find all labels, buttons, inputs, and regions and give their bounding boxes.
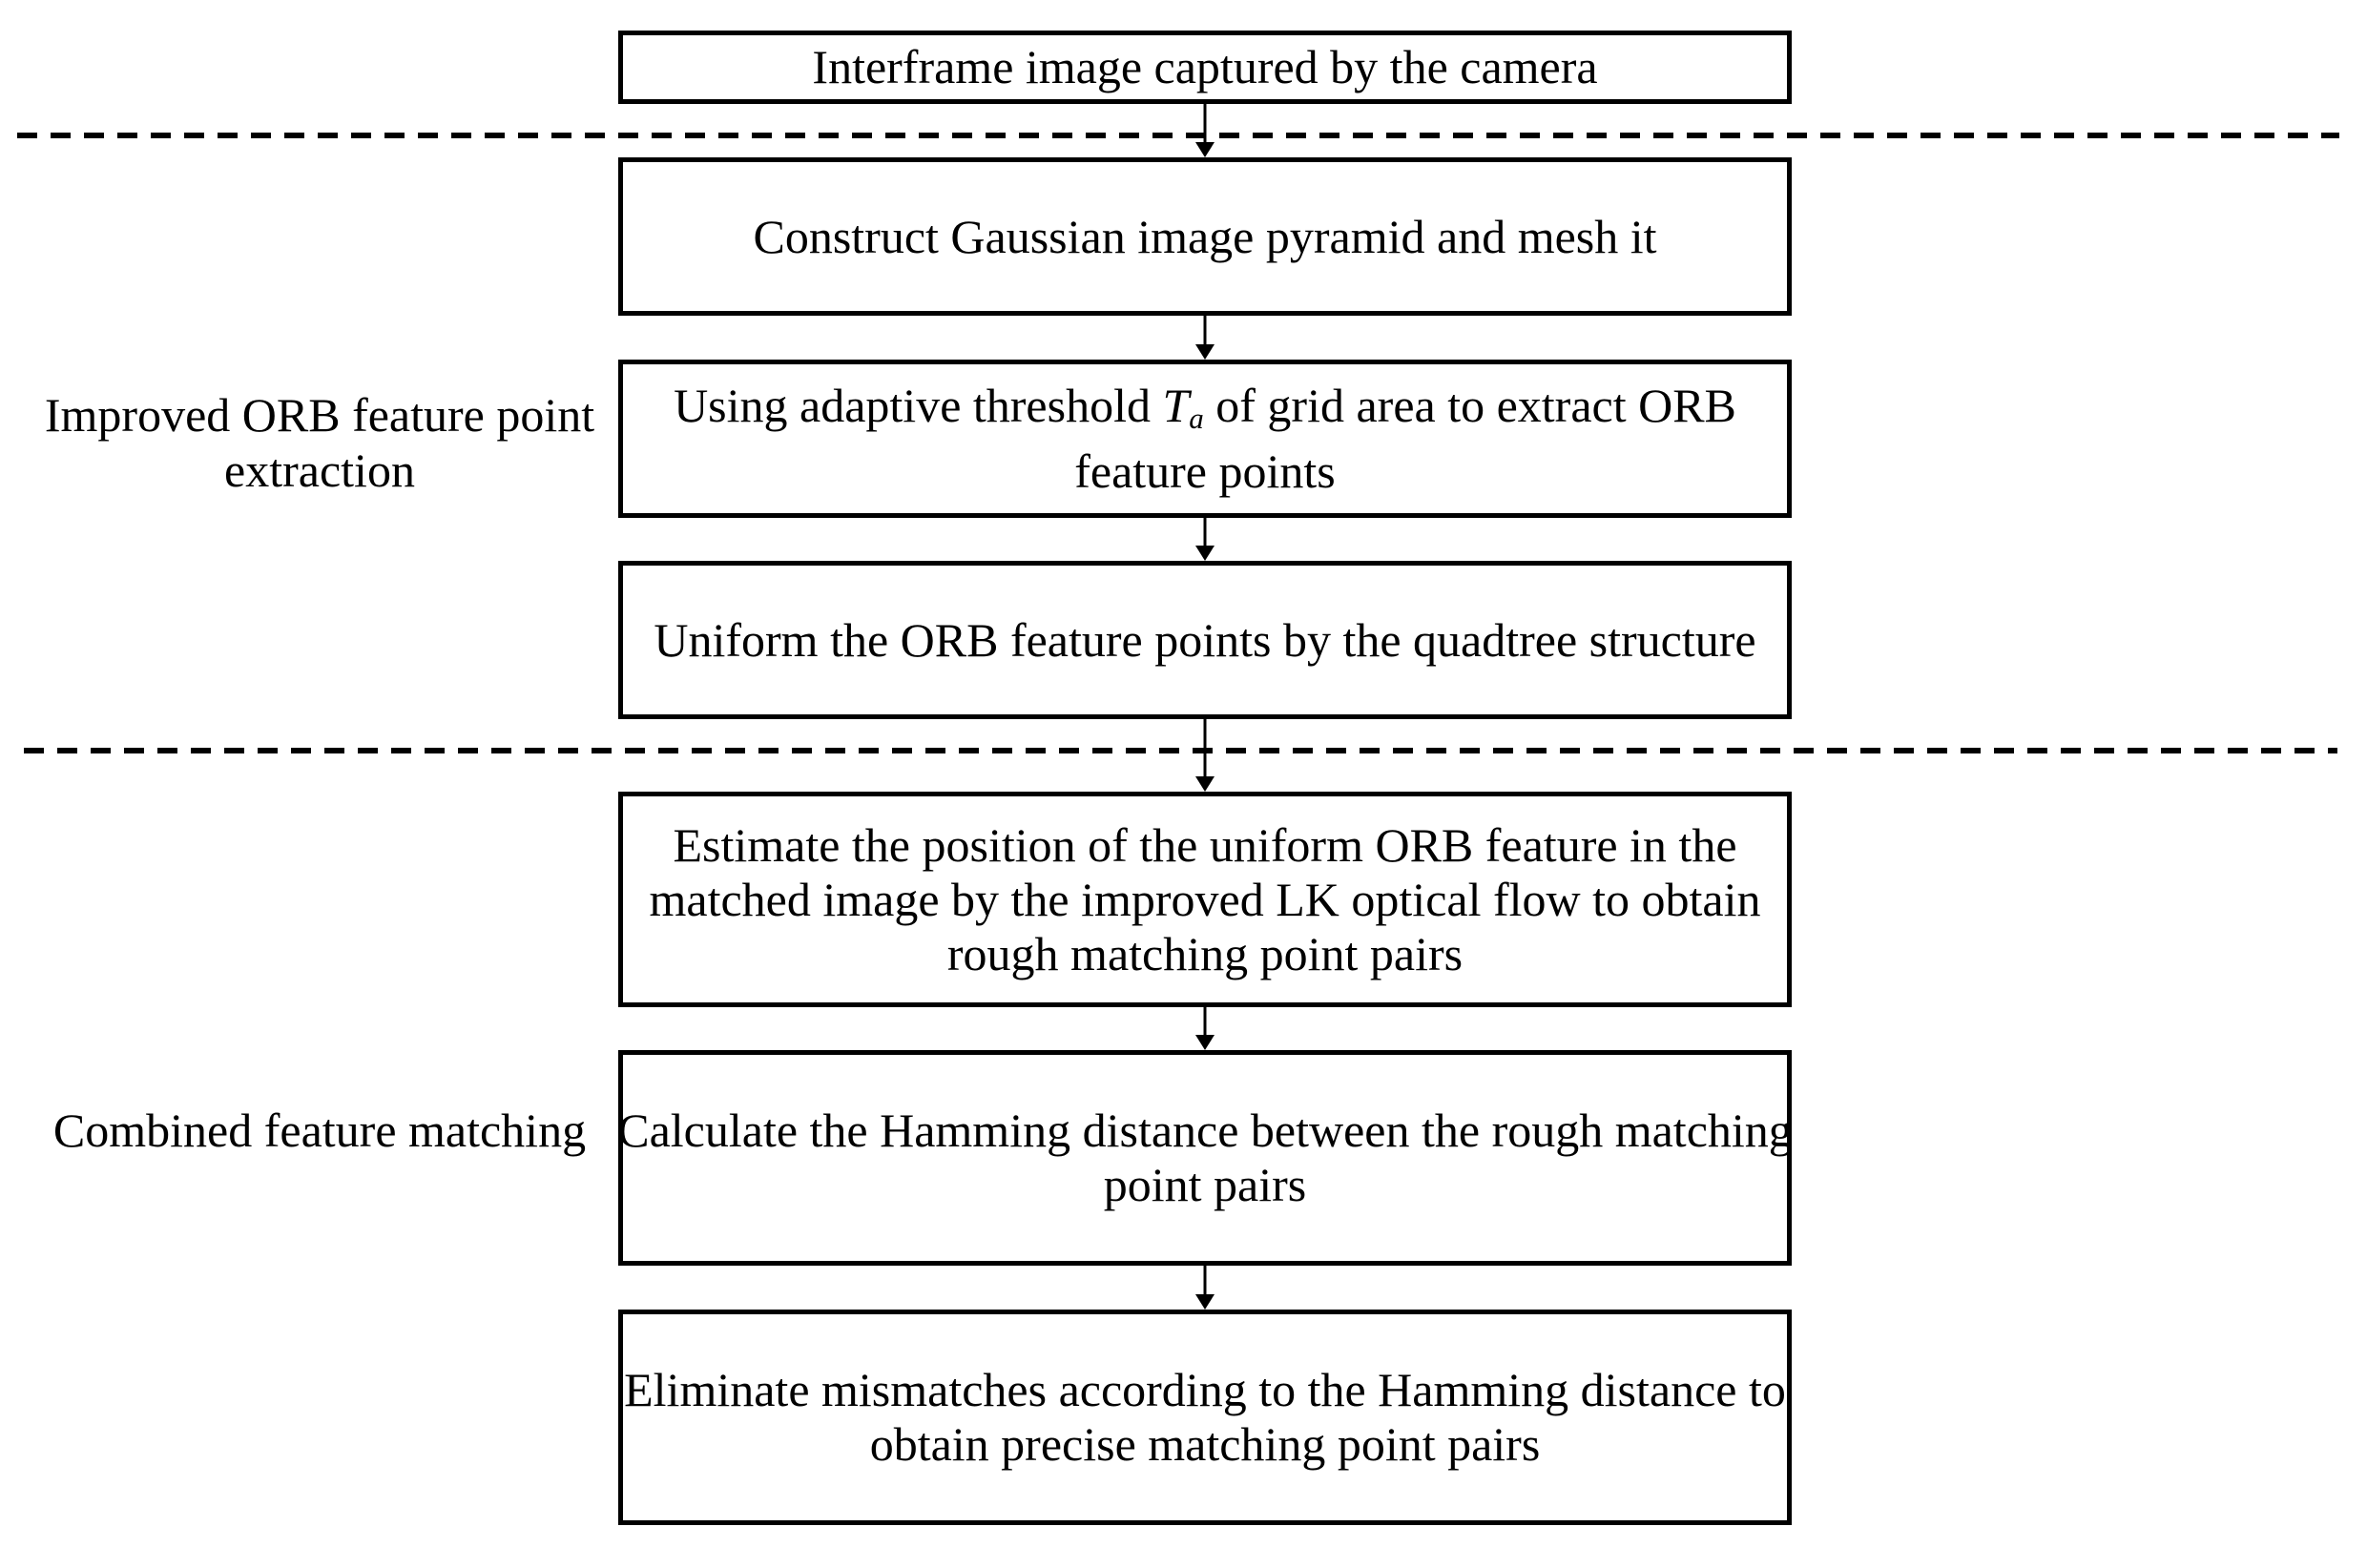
arrow-shaft [1203, 1266, 1207, 1297]
flow-box-eliminate-mismatches: Eliminate mismatches according to the Ha… [618, 1310, 1792, 1525]
flow-box-text: feature points [1074, 444, 1336, 499]
flow-box-gaussian-pyramid: Construct Gaussian image pyramid and mes… [618, 157, 1792, 316]
flow-box-quadtree-uniform: Uniform the ORB feature points by the qu… [618, 561, 1792, 719]
flow-box-text: Calculate the Hamming distance between t… [617, 1104, 1793, 1157]
flow-box-capture: Interframe image captured by the camera [618, 31, 1792, 104]
flow-box-lk-optical-flow: Estimate the position of the uniform ORB… [618, 792, 1792, 1007]
flow-box-text: Using adaptive threshold Ta of grid area… [674, 379, 1736, 445]
flow-box-hamming-distance: Calculate the Hamming distance between t… [617, 1050, 1793, 1266]
section-label-text: extraction [224, 444, 415, 497]
down-arrow [1194, 718, 1215, 792]
flow-box-text: Interframe image captured by the camera [812, 40, 1598, 93]
down-arrow [1194, 518, 1215, 561]
arrow-shaft [1203, 718, 1207, 779]
down-arrow [1194, 1007, 1215, 1050]
section-label-combined-feature-matching: Combined feature matching [36, 1103, 603, 1158]
text-segment: Using adaptive threshold [674, 378, 1163, 432]
section-label-improved-orb-extraction: Improved ORB feature point extraction [36, 387, 603, 498]
flow-box-text: obtain precise matching point pairs [869, 1417, 1541, 1471]
flow-box-adaptive-threshold: Using adaptive threshold Ta of grid area… [618, 360, 1792, 518]
text-segment: of grid area to extract ORB [1203, 378, 1736, 432]
arrow-head-icon [1195, 1035, 1215, 1050]
flow-box-text: rough matching point pairs [946, 926, 1464, 980]
arrow-shaft [1203, 316, 1207, 347]
arrow-shaft [1203, 1007, 1207, 1038]
arrow-shaft [1203, 518, 1207, 548]
arrow-head-icon [1195, 546, 1215, 561]
math-subscript: a [1189, 401, 1204, 435]
flow-box-text: point pairs [1103, 1158, 1307, 1211]
down-arrow [1194, 1266, 1215, 1310]
flow-box-text: Eliminate mismatches according to the Ha… [624, 1363, 1786, 1416]
down-arrow [1194, 104, 1215, 157]
flow-box-text: Uniform the ORB feature points by the qu… [654, 612, 1756, 667]
section-label-text: Combined feature matching [52, 1104, 587, 1157]
arrow-head-icon [1195, 1294, 1215, 1310]
flow-box-text: matched image by the improved LK optical… [649, 872, 1761, 926]
flow-box-text: Construct Gaussian image pyramid and mes… [753, 209, 1657, 263]
arrow-head-icon [1195, 344, 1215, 360]
section-divider-dashed-line-top [17, 133, 2339, 138]
arrow-head-icon [1195, 776, 1215, 792]
math-variable: T [1162, 378, 1190, 432]
arrow-head-icon [1195, 142, 1215, 157]
flow-box-text: Estimate the position of the uniform ORB… [673, 817, 1737, 872]
down-arrow [1194, 316, 1215, 360]
section-label-text: Improved ORB feature point [44, 388, 595, 442]
section-divider-dashed-line-middle [24, 748, 2337, 753]
arrow-shaft [1203, 104, 1207, 145]
